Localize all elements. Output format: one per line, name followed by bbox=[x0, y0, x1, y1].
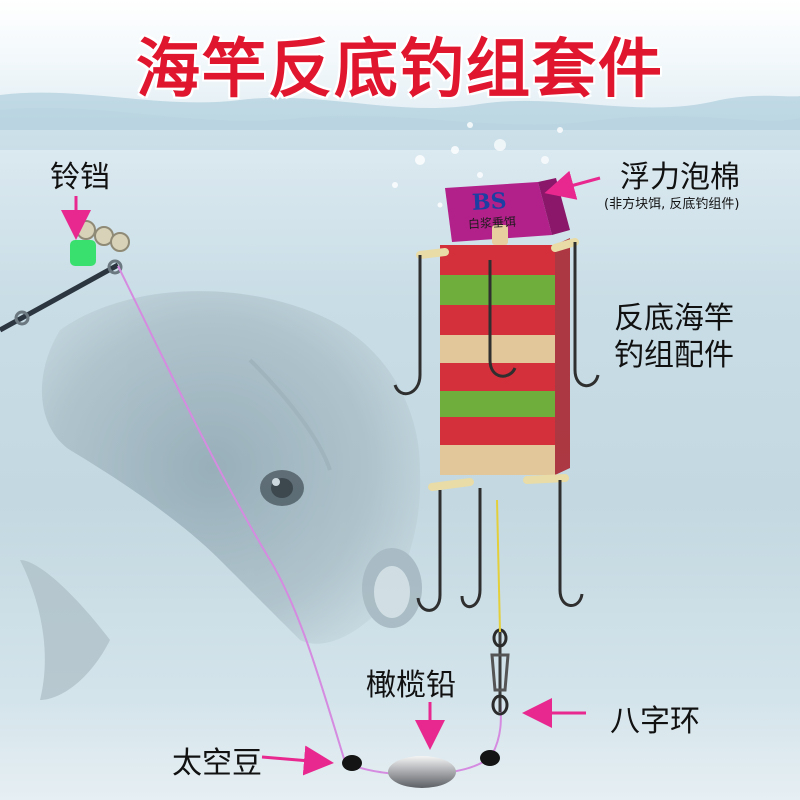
rig-leader bbox=[496, 499, 501, 633]
rig-parts-label-line1: 反底海竿 bbox=[614, 301, 734, 336]
foam-float bbox=[445, 178, 570, 245]
swivel-icon bbox=[490, 628, 510, 716]
space-bean-label: 太空豆 bbox=[172, 746, 262, 781]
bell-label: 铃铛 bbox=[50, 160, 110, 195]
hook-icon bbox=[416, 490, 442, 612]
foam-brand-logo: BS bbox=[471, 188, 508, 216]
hook-icon bbox=[393, 255, 422, 396]
rod-tip bbox=[0, 259, 123, 333]
space-bean-left bbox=[342, 755, 362, 771]
sinker-icon bbox=[388, 756, 456, 788]
page-title: 海竿反底钓组套件 bbox=[136, 33, 664, 107]
foam-note: (非方块饵, 反底钓组件) bbox=[604, 197, 740, 212]
foam-label: 浮力泡棉 bbox=[620, 160, 740, 195]
hook-icon bbox=[460, 488, 482, 608]
bait-stack bbox=[440, 238, 570, 475]
swivel-label: 八字环 bbox=[610, 704, 700, 739]
hook-icon bbox=[488, 260, 517, 378]
arrow-icon bbox=[61, 170, 601, 776]
hook-icon bbox=[573, 242, 600, 388]
foam-brand-text: 白浆垂饵 bbox=[467, 214, 517, 232]
main-line bbox=[117, 265, 346, 763]
rig-parts-label-line2: 钓组配件 bbox=[614, 338, 734, 373]
olive-sinker-label: 橄榄铅 bbox=[366, 668, 456, 703]
fish-icon bbox=[20, 291, 422, 700]
water-surface bbox=[0, 92, 800, 208]
space-bean-right bbox=[480, 750, 500, 766]
bell-icon bbox=[70, 220, 130, 266]
hook-icon bbox=[558, 480, 584, 607]
rig-arms bbox=[416, 238, 579, 491]
